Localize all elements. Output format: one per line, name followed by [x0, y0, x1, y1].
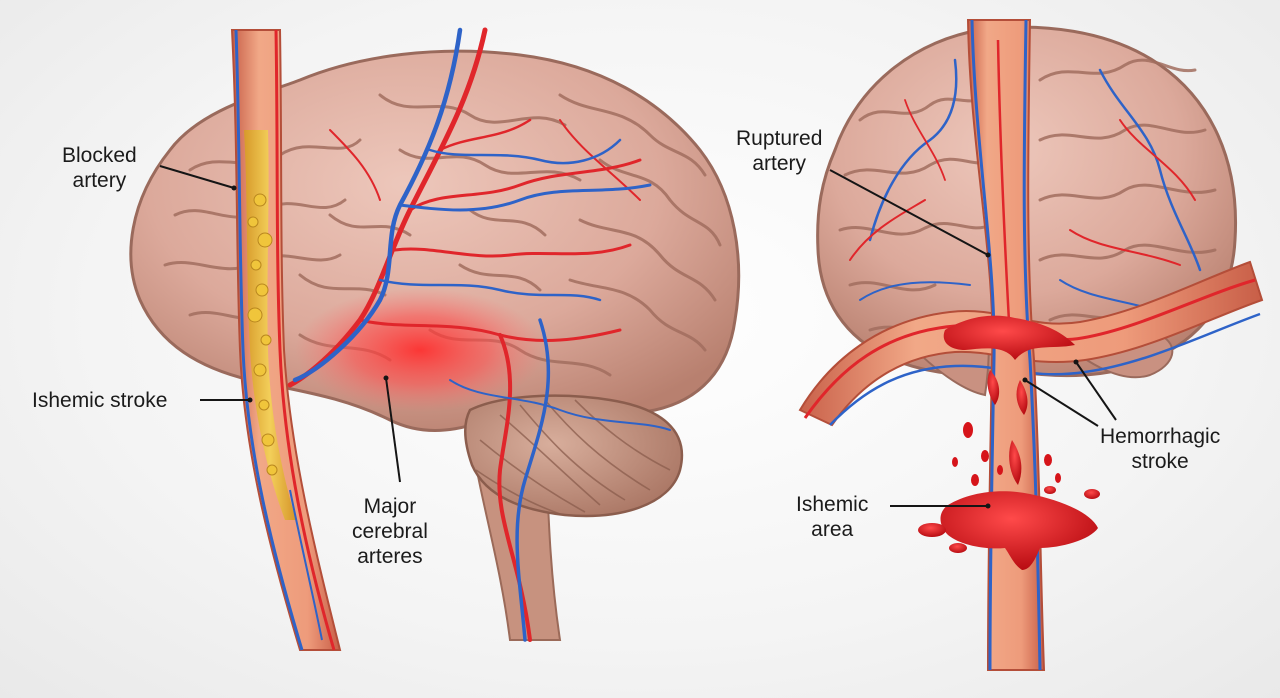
cerebral-arteries: [287, 27, 642, 642]
label-line: artery: [752, 152, 807, 175]
blocked-artery-vessel: [230, 29, 342, 651]
leader-major-cerebral: [385, 377, 401, 483]
leader-dot: [247, 397, 253, 403]
label-ishemic-area: Ishemic area: [796, 492, 868, 542]
left-brain: [129, 27, 741, 651]
label-major-cerebral-arteres: Major cerebral arteres: [352, 494, 428, 569]
hemorrhage-bleed: [943, 315, 1075, 485]
label-line: Ruptured: [736, 127, 823, 150]
label-line: artery: [72, 169, 127, 192]
blood-drops: [952, 422, 1061, 486]
leader-dot: [383, 375, 389, 381]
label-line: stroke: [1131, 450, 1189, 473]
label-ruptured-artery: Ruptured artery: [736, 126, 822, 176]
leader-lines: [159, 165, 1117, 507]
cerebral-veins: [292, 27, 671, 642]
label-line: Ishemic: [796, 493, 869, 516]
label-line: Ishemic stroke: [32, 389, 168, 412]
leader-dot: [985, 503, 991, 509]
label-line: Hemorrhagic: [1100, 425, 1221, 448]
leader-dot: [1073, 359, 1079, 365]
label-line: Major: [363, 495, 417, 518]
leader-dot: [231, 185, 237, 191]
leader-dot: [1022, 377, 1028, 383]
label-line: arteres: [357, 545, 423, 568]
leader-dot: [985, 252, 991, 258]
leader-blocked-artery: [159, 165, 235, 189]
label-line: Blocked: [62, 144, 137, 167]
label-hemorrhagic-stroke: Hemorrhagic stroke: [1100, 424, 1220, 474]
label-ishemic-stroke: Ishemic stroke: [32, 388, 167, 413]
leader-hemorrhagic-1: [1024, 379, 1099, 427]
ischemic-region-glow: [295, 288, 545, 412]
label-blocked-artery: Blocked artery: [62, 143, 137, 193]
ischemic-area-pool: [918, 486, 1100, 570]
label-line: cerebral: [352, 520, 428, 543]
label-line: area: [811, 518, 854, 541]
right-brain: [798, 19, 1264, 671]
cerebellum: [464, 394, 684, 518]
leader-ruptured-artery: [829, 169, 989, 256]
leader-hemorrhagic-2: [1075, 361, 1117, 421]
